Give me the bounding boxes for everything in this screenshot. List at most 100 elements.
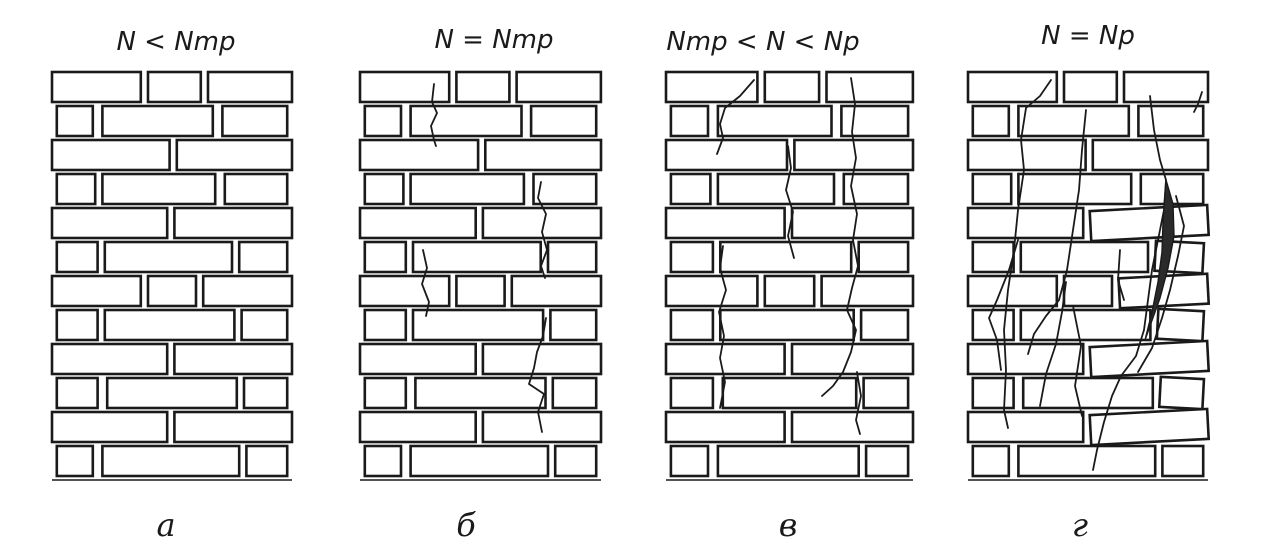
brick [411,308,545,342]
brick [363,172,405,206]
panel-b-condition: N = Nmp [434,25,553,55]
brick [546,240,598,274]
brick [716,104,833,138]
brick [245,444,289,478]
brick [1137,104,1205,138]
panel-c-label: в [779,506,798,538]
brick [971,172,1013,206]
brick [146,274,198,308]
brick [864,444,910,478]
brick [669,172,712,206]
wall-panel-b [358,70,603,481]
brick [966,206,1085,240]
brick [146,70,203,104]
brick [455,70,511,104]
brick [455,274,506,308]
brick [240,308,289,342]
brick [358,138,480,172]
brick [790,410,915,444]
brick [173,206,294,240]
brick [101,104,215,138]
brick [201,274,294,308]
brick [510,274,603,308]
brick [532,172,598,206]
brick [966,138,1087,172]
brick [481,410,603,444]
brick [820,274,915,308]
brick [718,308,855,342]
brick [1062,70,1119,104]
brick [763,274,816,308]
brick [664,342,786,376]
brick [50,274,143,308]
brick [101,444,241,478]
brick [716,444,861,478]
panel-a-label: а [156,506,175,538]
brick [103,240,234,274]
brick [237,240,289,274]
brick [103,308,236,342]
brick [966,70,1059,104]
brick [55,444,95,478]
brick [483,138,603,172]
brick [664,138,789,172]
brick [549,308,598,342]
brick [358,206,477,240]
brick [50,410,169,444]
brick [857,240,910,274]
brick [1088,339,1211,379]
brick [971,104,1011,138]
brick [55,240,99,274]
brick [1091,138,1210,172]
brick [971,240,1015,274]
brick [763,70,821,104]
cracks-panel-d [988,79,1203,471]
brick [1017,104,1131,138]
brick [206,70,294,104]
brick [669,104,710,138]
brick [221,104,289,138]
brick [1017,444,1157,478]
brick [1088,203,1211,243]
brick [1019,308,1152,342]
brick [1155,307,1206,343]
brick [363,308,408,342]
brick [664,410,786,444]
brick [55,104,95,138]
brick [966,342,1085,376]
brick [859,308,910,342]
brick [1088,407,1211,447]
brick [971,308,1015,342]
brick [966,410,1085,444]
brick [790,206,915,240]
brick [669,308,715,342]
brick [409,104,523,138]
panel-d-condition: N = Np [1041,21,1135,51]
brick [862,376,910,410]
wall-panel-c [664,70,915,481]
brick [971,444,1011,478]
brick [1161,444,1205,478]
brick [1157,375,1206,411]
brick [529,104,598,138]
brick [664,206,786,240]
brick [363,376,408,410]
brick [50,342,169,376]
wall-panel-d [966,70,1211,481]
cracks-panel-b [421,83,548,433]
brick [358,342,477,376]
brick [173,342,294,376]
brick [358,70,451,104]
brick [825,70,915,104]
brick [481,206,603,240]
brick [481,342,603,376]
brick [716,172,836,206]
brick [1017,172,1133,206]
brick [409,172,526,206]
brick [1062,274,1114,308]
brick [664,274,759,308]
brick [551,376,598,410]
brick [1019,240,1150,274]
brick [55,308,99,342]
